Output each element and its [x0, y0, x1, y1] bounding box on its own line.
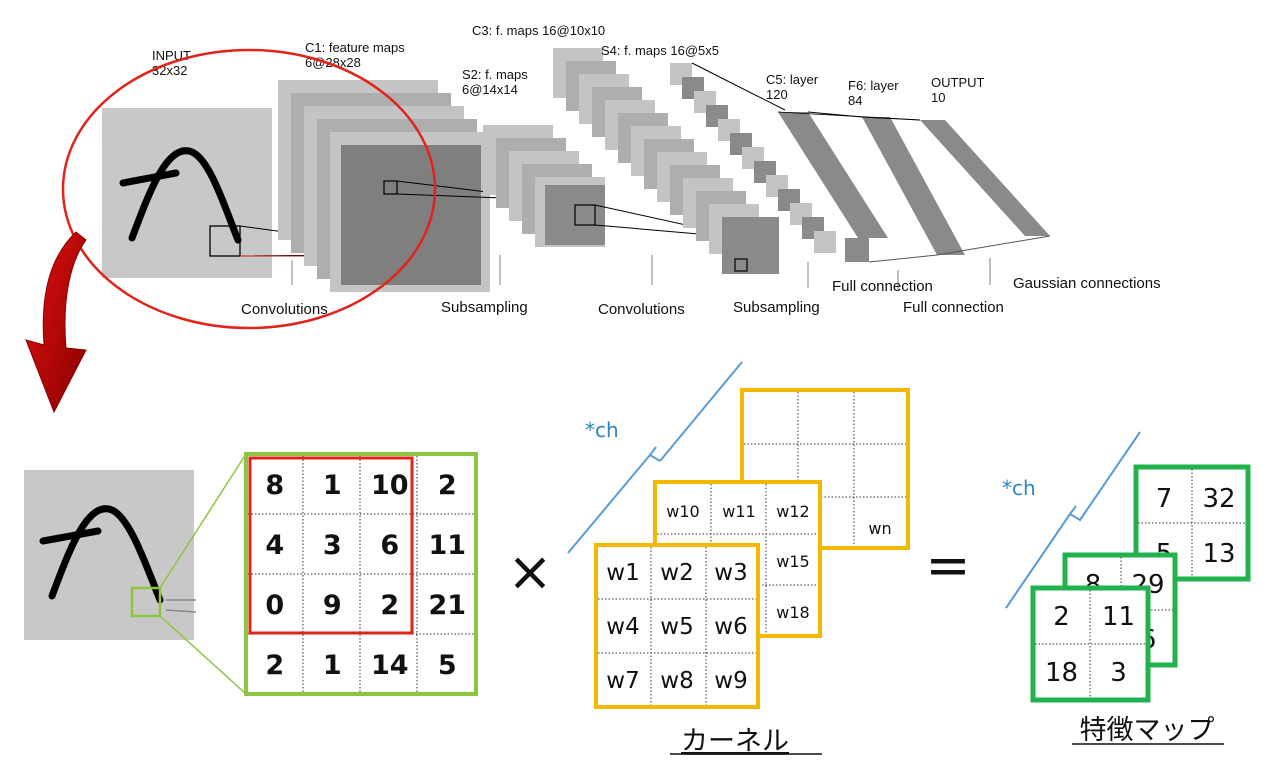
input-image: [102, 108, 272, 278]
input-grid-cell: 2: [380, 590, 399, 621]
c3-feature-maps: [553, 48, 779, 274]
kernel-front-cell: w9: [714, 668, 747, 694]
kernel-front-cell: w2: [660, 560, 693, 586]
subsampling-label-1: Subsampling: [441, 299, 528, 316]
times-symbol: ×: [507, 540, 552, 603]
equals-symbol: =: [925, 534, 970, 597]
feature-front-cell: 2: [1053, 602, 1070, 632]
kernel-front-cell: w7: [606, 668, 639, 694]
convolutions-label-1: Convolutions: [241, 301, 328, 318]
input-grid-cell: 3: [323, 530, 342, 561]
input-grid-cell: 1: [323, 470, 342, 501]
feature-front-cell: 11: [1102, 602, 1135, 632]
f6-layer: [862, 117, 965, 255]
feature-map-caption: 特徴マップ: [1080, 715, 1215, 746]
input-size-label: 32x32: [152, 63, 187, 78]
kernel-middle-cell: w12: [776, 502, 809, 521]
c5-size-label: 120: [766, 87, 788, 102]
kernel-front-cell: w6: [714, 614, 747, 640]
kernel-front-cell: w8: [660, 668, 693, 694]
kernel-stack: *ch wn w10 w11 w12 w15 w18: [567, 361, 910, 757]
kernel-channel-brace: [567, 361, 743, 554]
kernel-back-cell: wn: [868, 519, 891, 538]
input-highlight-ellipse: [61, 48, 437, 330]
c1-label: C1: feature maps: [305, 40, 405, 55]
feature-back-cell: 7: [1156, 484, 1173, 514]
kernel-front-cell: w5: [660, 614, 693, 640]
gaussian-connections-label: Gaussian connections: [1013, 275, 1161, 292]
input-grid-cell: 8: [265, 470, 284, 501]
input-grid-cell: 9: [323, 590, 342, 621]
input-grid-cell: 2: [265, 650, 284, 681]
input-grid-cell: 4: [265, 530, 284, 561]
s2-label: S2: f. maps: [462, 67, 528, 82]
f6-size-label: 84: [848, 93, 862, 108]
subsampling-label-2: Subsampling: [733, 299, 820, 316]
feature-channel-brace: [1005, 431, 1141, 609]
c1-feature-maps: [278, 80, 490, 292]
kernel-middle-cell: w15: [776, 552, 809, 571]
output-size-label: 10: [931, 90, 945, 105]
input-grid-cell: 1: [323, 650, 342, 681]
input-grid-cell: 14: [371, 650, 409, 681]
input-grid-cell: 5: [438, 650, 457, 681]
kernel-front-cell: w4: [606, 614, 639, 640]
kernel-caption: カーネル: [681, 726, 789, 757]
output-label: OUTPUT: [931, 75, 985, 90]
input-label: INPUT: [152, 48, 191, 63]
input-grid-cell: 11: [428, 530, 466, 561]
kernel-middle-cell: w11: [722, 502, 755, 521]
convolutions-label-2: Convolutions: [598, 301, 685, 318]
c5-label: C5: layer: [766, 72, 819, 87]
feature-back-cell: 32: [1202, 484, 1235, 514]
input-grid-cell: 6: [380, 530, 399, 561]
input-grid-cell: 0: [265, 590, 284, 621]
feature-front-cell: 3: [1110, 658, 1127, 688]
kernel-middle-cell: w18: [776, 603, 809, 622]
kernel-middle-cell: w10: [666, 502, 699, 521]
c5-layer: [778, 112, 888, 238]
f6-label: F6: layer: [848, 78, 899, 93]
feature-back-cell: 13: [1202, 539, 1235, 569]
output-layer: [920, 120, 1050, 236]
full-connection-label-2: Full connection: [903, 299, 1004, 316]
kernel-window: [248, 456, 414, 635]
receptive-field-box: [209, 225, 241, 257]
input-letter-a: [119, 147, 242, 244]
s4-feature-maps: [670, 63, 869, 262]
kernel-front-cell: w3: [714, 560, 747, 586]
feature-front-cell: 18: [1045, 658, 1078, 688]
small-input-image: [24, 470, 197, 640]
s2-size-label: 6@14x14: [462, 82, 518, 97]
feature-ch-label: *ch: [1002, 476, 1036, 500]
kernel-ch-label: *ch: [585, 418, 619, 442]
c3-label: C3: f. maps 16@10x10: [472, 23, 605, 38]
full-connection-label-1: Full connection: [832, 278, 933, 295]
input-grid-cell: 10: [371, 470, 409, 501]
s2-feature-maps: [483, 125, 605, 247]
input-grid-cell: 21: [428, 590, 466, 621]
kernel-front-cell: w1: [606, 560, 639, 586]
c1-size-label: 6@28x28: [305, 55, 361, 70]
zoom-arrow-icon: [25, 231, 87, 414]
lenet-architecture: INPUT 32x32 C1: feature maps 6@28x28 S2:…: [61, 23, 1161, 330]
s4-label: S4: f. maps 16@5x5: [601, 43, 719, 58]
input-grid-cell: 2: [438, 470, 457, 501]
